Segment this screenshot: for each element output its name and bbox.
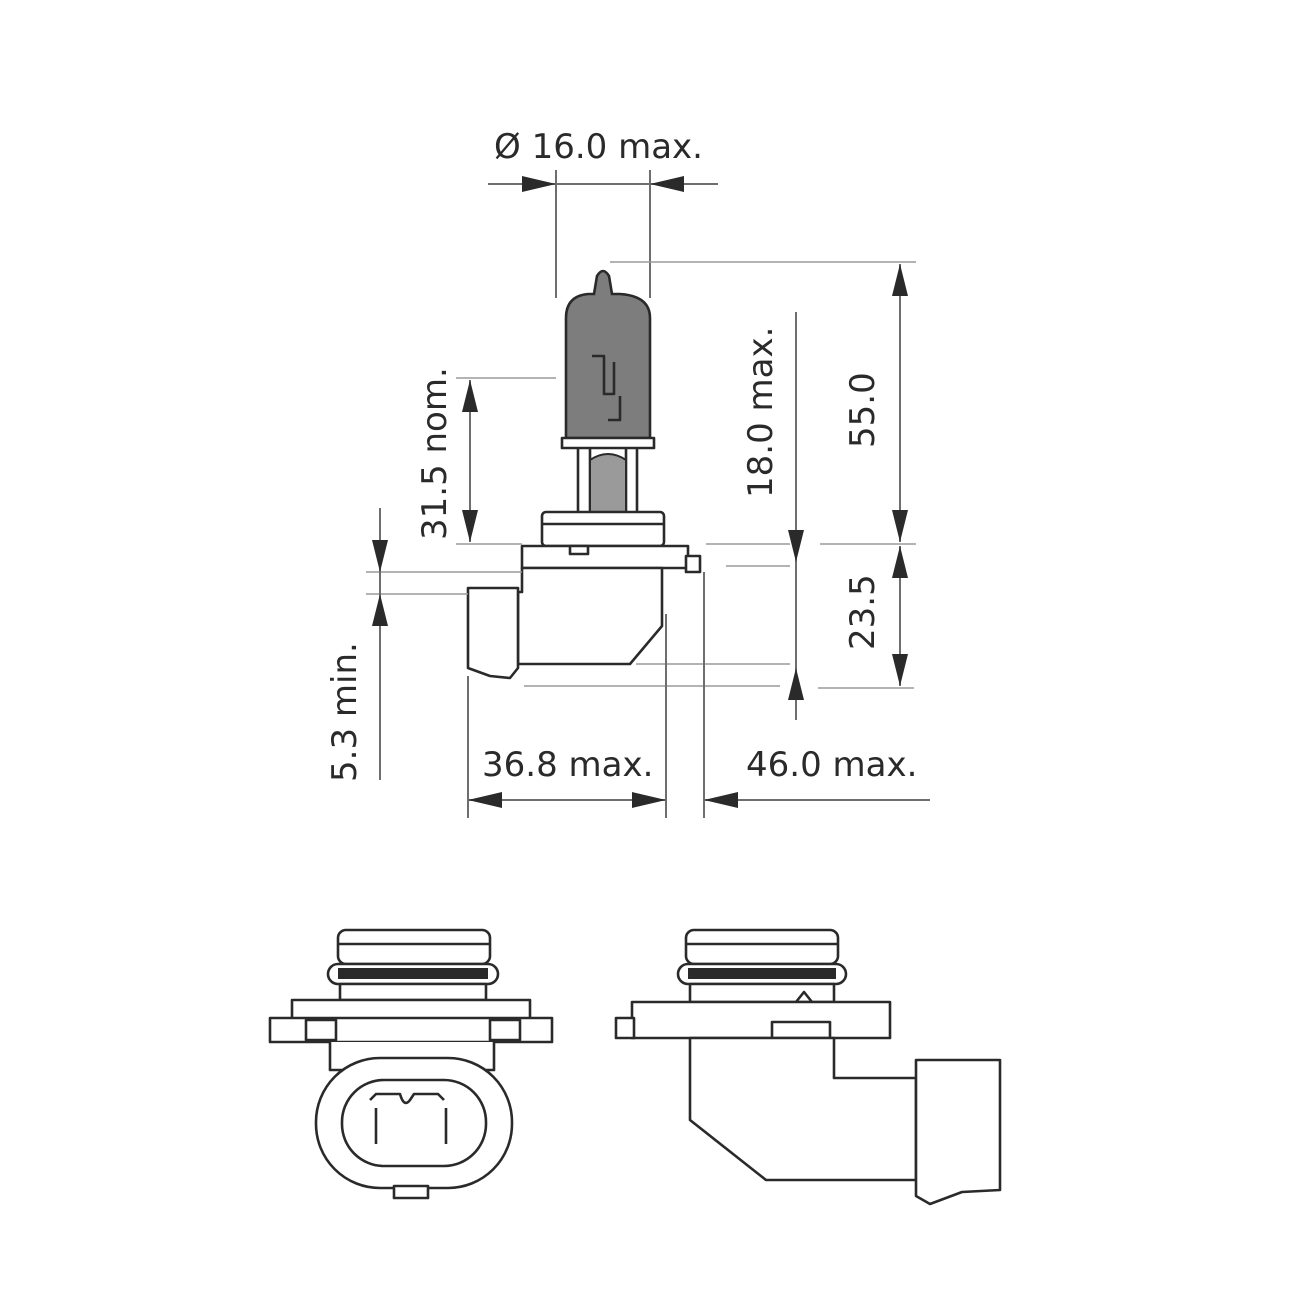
- side-body: [688, 1036, 918, 1182]
- side-key: [770, 1020, 832, 1040]
- connector-inner: [340, 1078, 488, 1168]
- front-cap: [336, 928, 492, 966]
- filament: [592, 354, 622, 422]
- capsule-length-label: 18.0 max.: [741, 327, 781, 498]
- light-center-label: 31.5 nom.: [415, 367, 455, 540]
- plate-key: [568, 544, 590, 556]
- side-notch: [794, 990, 814, 1003]
- side-collar: [688, 982, 836, 1004]
- filament-support: [576, 448, 639, 512]
- side-connector: [914, 1058, 1002, 1206]
- side-cap: [684, 928, 840, 966]
- front-tab-left: [304, 1018, 338, 1042]
- connector-pins: [369, 1092, 448, 1144]
- front-collar: [338, 982, 488, 1002]
- capsule-neck: [560, 436, 656, 450]
- diameter-label: Ø 16.0 max.: [494, 127, 703, 167]
- glass-bulb-lower: [589, 453, 627, 513]
- glass-capsule: [564, 269, 652, 440]
- dimension-lines: [366, 170, 930, 818]
- side-tab: [614, 1016, 636, 1040]
- base-body: [516, 566, 664, 666]
- side-oring-band: [688, 968, 836, 979]
- min-clearance-label: 5.3 min.: [325, 642, 365, 782]
- overall-width-label: 46.0 max.: [746, 745, 917, 785]
- bulb-side-view: [466, 269, 702, 680]
- connector: [466, 586, 520, 680]
- base-height-label: 23.5: [843, 574, 883, 650]
- base-collar: [540, 510, 666, 548]
- front-tab-right: [488, 1018, 522, 1042]
- connector-key: [392, 1184, 430, 1200]
- mounting-plate: [520, 544, 690, 570]
- side-plate: [630, 1000, 892, 1040]
- plate-tab: [684, 554, 702, 574]
- bulb-front-view: [268, 928, 554, 1200]
- overall-height-label: 55.0: [843, 372, 883, 448]
- front-oring-band: [338, 968, 488, 979]
- bulb-angled-view: [614, 928, 1002, 1206]
- base-width-label: 36.8 max.: [482, 745, 653, 785]
